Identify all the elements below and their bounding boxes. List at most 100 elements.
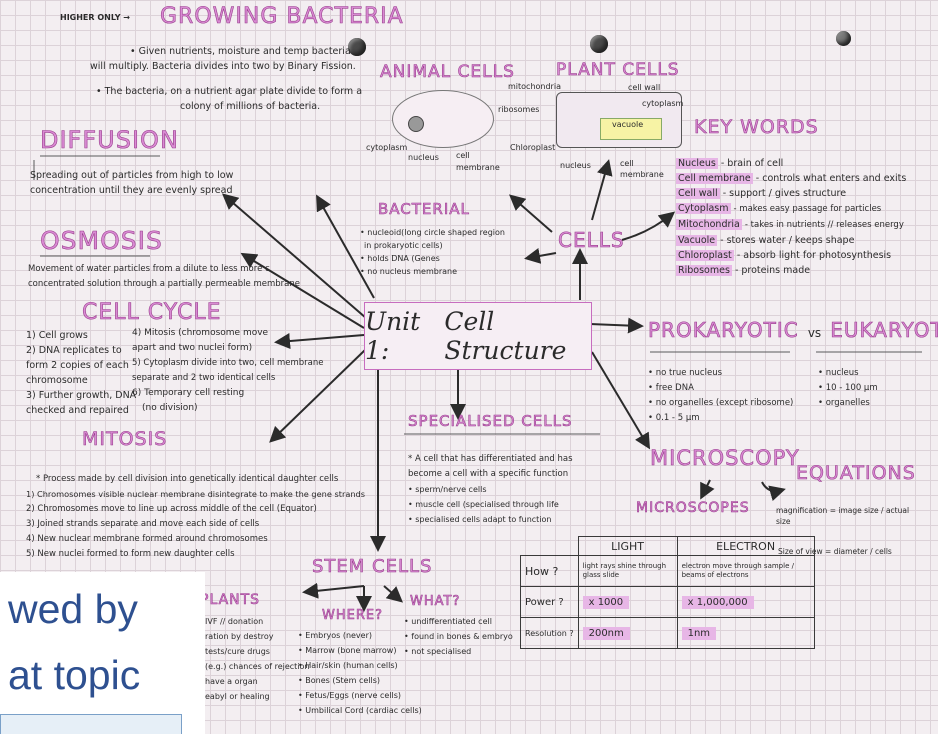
cell-cycle-heading: CELL CYCLE — [82, 300, 222, 326]
overlay-text-line: wed by — [8, 586, 138, 632]
note-line: • Umbilical Cord (cardiac cells) — [298, 706, 422, 715]
table-cell-value: 200nm — [582, 626, 630, 640]
prokaryotic-notes: • no true nucleus • free DNA • no organe… — [648, 366, 793, 426]
microscopes-heading: MICROSCOPES — [636, 500, 750, 517]
prokaryotic-heading: PROKARYOTIC — [648, 318, 799, 343]
growing-bacteria-notes: • Given nutrients, moisture and temp bac… — [90, 44, 362, 114]
mitochondria-label: mitochondria — [508, 82, 561, 91]
stem-left-heading: PLANTS — [200, 592, 261, 609]
note-line: IVF // donation — [205, 617, 264, 626]
note-line: • Bones (Stem cells) — [298, 676, 380, 685]
equations-heading: EQUATIONS — [796, 462, 916, 485]
punch-hole — [590, 35, 608, 53]
diffusion-heading: DIFFUSION — [40, 126, 179, 155]
prokaryotic-heading-row: PROKARYOTIC vs EUKARYOTIC — [648, 318, 938, 343]
unit-title-box: Unit 1: Cell Structure — [364, 302, 592, 370]
animal-cytoplasm-label: cytoplasm — [366, 143, 408, 152]
note-line: * Process made by cell division into gen… — [36, 474, 339, 484]
animal-membrane-label: cell membrane — [456, 151, 500, 172]
stem-left-notes: IVF // donation ration by destroy tests/… — [205, 614, 310, 704]
note-line: 5) Cytoplasm divide into two, cell membr… — [132, 358, 324, 368]
table-header-cell — [520, 536, 579, 556]
vacuole-drawing — [600, 118, 662, 140]
unit-label: Unit 1: — [365, 307, 421, 365]
chloroplast-label: Chloroplast — [510, 143, 556, 152]
keyword-term: Ribosomes — [676, 265, 732, 276]
keyword-row: Cytoplasm - makes easy passage for parti… — [676, 201, 906, 217]
note-line: ration by destroy — [205, 632, 274, 641]
note-line: • found in bones & embryo — [404, 632, 513, 641]
note-line: • no nucleus membrane — [360, 267, 458, 276]
table-header-cell: ELECTRON — [676, 536, 815, 556]
note-line: 1) Cell grows — [26, 330, 88, 341]
eukaryotic-notes: • nucleus • 10 - 100 μm • organelles — [818, 366, 878, 411]
note-line: • Hair/skin (human cells) — [298, 661, 398, 670]
vacuole-label: vacuole — [612, 120, 644, 129]
specialised-cells-heading: SPECIALISED CELLS — [408, 412, 573, 431]
note-line: * A cell that has differentiated and has — [408, 454, 573, 464]
note-line: 1) Chromosomes visible nuclear membrane … — [26, 489, 365, 499]
note-line: • muscle cell (specialised through life — [408, 500, 559, 509]
bacterial-notes: • nucleoid(long circle shaped region in … — [360, 226, 505, 278]
note-line: Movement of water particles from a dilut… — [28, 264, 270, 274]
note-line: checked and repaired — [26, 405, 129, 416]
keyword-row: Vacuole - stores water / keeps shape — [676, 233, 906, 248]
note-line: apart and two nuclei form) — [132, 343, 253, 353]
key-words-list: Nucleus - brain of cell Cell membrane - … — [676, 156, 906, 278]
note-line: eabyl or healing — [205, 692, 270, 701]
eukaryotic-heading: EUKARYOTIC — [830, 318, 938, 343]
keyword-term: Chloroplast — [676, 250, 734, 261]
animal-nucleus-label: nucleus — [408, 153, 439, 162]
note-line: • undifferentiated cell — [404, 617, 492, 626]
note-line: • 10 - 100 μm — [818, 383, 878, 393]
note-line: chromosome — [26, 375, 88, 386]
note-line: concentration until they are evenly spre… — [30, 185, 233, 196]
cells-heading: CELLS — [558, 228, 625, 253]
note-line: 4) Mitosis (chromosome move — [132, 328, 269, 338]
overlay-input-bar — [0, 714, 182, 734]
vs-label: vs — [807, 326, 822, 340]
punch-hole — [836, 31, 851, 46]
keyword-def: - support / gives structure — [722, 188, 847, 199]
table-cell-value: x 1,000,000 — [681, 595, 754, 609]
diffusion-notes: Spreading out of particles from high to … — [30, 168, 233, 198]
note-line: • The bacteria, on a nutrient agar plate… — [96, 86, 363, 97]
table-row: How ? light rays shine through glass sli… — [520, 555, 815, 587]
table-cell: x 1,000,000 — [676, 586, 815, 618]
keyword-row: Ribosomes - proteins made — [676, 263, 906, 278]
keyword-def: - proteins made — [734, 265, 811, 276]
note-line: colony of millions of bacteria. — [180, 101, 321, 112]
note-line: • no organelles (except ribosome) — [648, 398, 794, 408]
keyword-term: Cell membrane — [676, 173, 753, 184]
magnification-equation: magnification = image size / actual size — [776, 506, 910, 526]
animal-cells-heading: ANIMAL CELLS — [380, 62, 515, 83]
plant-membrane-label: cell membrane — [620, 159, 664, 179]
note-line: 3) Joined strands separate and move each… — [26, 519, 260, 529]
table-row: Power ? x 1000 x 1,000,000 — [520, 586, 815, 618]
mitosis-heading: MITOSIS — [82, 428, 168, 451]
growing-bacteria-heading: GROWING BACTERIA — [160, 4, 404, 30]
microscopy-heading: MICROSCOPY — [650, 446, 800, 471]
key-words-heading: KEY WORDS — [694, 116, 819, 139]
table-cell-value: 1nm — [681, 626, 717, 640]
keyword-term: Cell wall — [676, 188, 720, 199]
bacterial-heading: BACTERIAL — [378, 200, 470, 219]
animal-nucleus-drawing — [408, 116, 424, 132]
note-line: will multiply. Bacteria divides into two… — [90, 61, 356, 72]
note-line: tests/cure drugs — [205, 647, 270, 656]
note-line: 4) New nuclear membrane formed around ch… — [26, 534, 268, 544]
note-line: • not specialised — [404, 647, 472, 656]
note-line: • nucleoid(long circle shaped region — [360, 228, 505, 237]
note-line: 5) New nuclei formed to form new daughte… — [26, 549, 235, 559]
plant-nucleus-label: nucleus — [560, 161, 591, 170]
note-line: form 2 copies of each — [26, 360, 129, 371]
note-line: • no true nucleus — [648, 368, 723, 378]
note-line: • 0.1 - 5 μm — [648, 413, 700, 423]
table-row: Resolution ? 200nm 1nm — [520, 617, 815, 649]
table-cell-value: x 1000 — [582, 595, 630, 609]
table-cell: x 1000 — [577, 586, 678, 618]
stem-cells-heading: STEM CELLS — [312, 556, 433, 578]
stem-what-notes: • undifferentiated cell • found in bones… — [404, 614, 513, 659]
osmosis-notes: Movement of water particles from a dilut… — [28, 262, 300, 292]
keyword-term: Vacuole — [676, 235, 718, 246]
